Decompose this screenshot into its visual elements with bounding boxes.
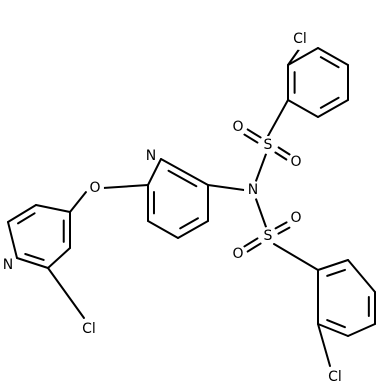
bond-line [326, 268, 346, 277]
svg-text:Cl: Cl [293, 31, 307, 47]
bond-line [255, 153, 267, 182]
bond-line [102, 184, 149, 189]
bond-line [167, 169, 198, 188]
bond-line [47, 267, 85, 319]
bond-line [243, 237, 259, 248]
bond-line [24, 252, 45, 261]
bond-line [317, 99, 349, 118]
bond-line [147, 158, 162, 186]
svg-text:S: S [264, 137, 273, 153]
svg-text:N: N [146, 148, 156, 164]
bond-line [273, 243, 319, 271]
bond-line [147, 220, 179, 239]
svg-text:O: O [232, 119, 243, 135]
bond-line [35, 204, 71, 213]
svg-text:O: O [290, 210, 301, 226]
bond-line [319, 96, 340, 109]
bond-line [274, 221, 288, 230]
bond-line [246, 128, 262, 139]
atom-cl-bottom-right: Cl [324, 366, 346, 388]
bond-line [326, 319, 346, 329]
atom-n-center: N [244, 181, 262, 199]
bond-line [47, 247, 71, 269]
atom-o-bottom-right: O [287, 209, 305, 227]
bond-line [347, 323, 376, 337]
bond-line [317, 259, 349, 271]
svg-text:O: O [89, 180, 100, 196]
bond-line [287, 99, 319, 118]
bonds [7, 47, 376, 367]
atom-cl-bottom-left: Cl [78, 318, 100, 340]
bond-line [319, 56, 340, 69]
bond-line [246, 242, 262, 253]
bond-line [16, 212, 36, 225]
svg-text:N: N [248, 182, 258, 198]
atom-n-pyridine-left: N [0, 256, 17, 274]
bond-line [317, 47, 349, 66]
bond-line [7, 204, 37, 223]
bond-line [69, 191, 87, 213]
atom-o-ether: O [86, 179, 104, 197]
bond-line [160, 158, 209, 186]
atom-cl-top: Cl [289, 28, 311, 50]
bond-line [16, 257, 49, 269]
atom-o-bottom-left: O [229, 245, 247, 263]
svg-text:N: N [3, 257, 13, 273]
svg-text:Cl: Cl [82, 321, 96, 337]
bond-line [317, 323, 331, 367]
atom-o-top-right: O [287, 153, 305, 171]
bond-line [207, 184, 245, 191]
svg-text:O: O [232, 246, 243, 262]
bond-line [7, 221, 18, 259]
atom-s-top: S [259, 136, 277, 154]
bond-line [277, 146, 291, 156]
bond-line [317, 323, 349, 337]
bond-line [287, 47, 319, 66]
bond-line [243, 133, 259, 144]
atom-labels: Cl S O O N S O O Cl N O N Cl [0, 28, 346, 388]
atom-s-bottom: S [259, 227, 277, 245]
svg-text:Cl: Cl [328, 369, 342, 385]
bond-line [267, 99, 289, 137]
bond-line [287, 47, 301, 66]
bond-line [255, 198, 267, 228]
bond-line [277, 226, 291, 235]
svg-text:O: O [290, 154, 301, 170]
bond-line [179, 217, 199, 230]
bond-line [347, 259, 376, 293]
bond-line [274, 151, 288, 161]
svg-text:S: S [264, 228, 273, 244]
bond-line [177, 220, 209, 239]
atom-o-top-left: O [229, 118, 247, 136]
atom-n-pyridine-central: N [142, 147, 160, 165]
